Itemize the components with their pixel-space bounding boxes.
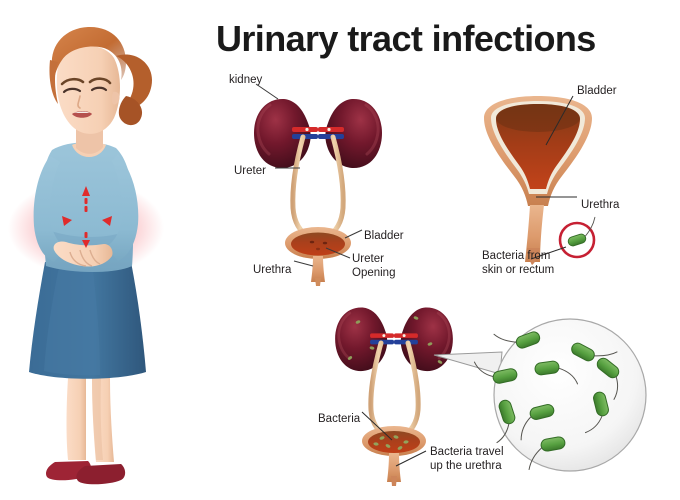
label-bladder: Bladder <box>364 230 404 242</box>
page-title: Urinary tract infections <box>216 18 596 59</box>
hand-line-3 <box>89 249 101 265</box>
woman-figure <box>8 26 164 485</box>
leg-shade <box>92 378 103 460</box>
label-urethra-2: Urethra <box>581 199 620 211</box>
hair-ponytail <box>116 54 152 109</box>
label-bacteria: Bacteria <box>318 413 361 425</box>
urethra-neck <box>525 205 544 262</box>
label-ureter: Ureter <box>234 165 266 177</box>
label-urethra: Urethra <box>253 264 292 276</box>
kidney-pair <box>252 97 384 170</box>
urethra-tube <box>311 256 325 282</box>
diagram-urinary-tract-infected <box>333 306 455 486</box>
leader-bladder <box>344 229 363 239</box>
leader-bacteria <box>361 411 393 441</box>
leader-kidney <box>255 83 279 100</box>
leader-bladder-2 <box>545 95 574 146</box>
bladder-fluid-infected <box>368 431 420 453</box>
hand-line-2 <box>79 249 93 267</box>
leader-ureter-opening <box>325 247 351 259</box>
magnifier-circle <box>493 318 647 472</box>
urethra-tip-infected <box>391 476 397 486</box>
ear <box>111 91 120 105</box>
teeth <box>74 111 90 113</box>
arm-right-sleeve <box>106 154 139 261</box>
leader-lines-1 <box>255 83 363 267</box>
nose <box>77 95 81 109</box>
eye-left <box>62 87 82 94</box>
urethra-outlet <box>527 248 540 265</box>
diagram-urinary-tract-normal <box>252 83 384 286</box>
bladder-spot <box>316 247 320 251</box>
arm-left-sleeve <box>33 156 66 262</box>
leader-bacteria-source <box>530 246 567 260</box>
label-bacteria-travel-line2: up the urethra <box>430 460 502 472</box>
label-bacteria-source-line2: skin or rectum <box>482 264 555 276</box>
leg-left <box>66 378 86 460</box>
face <box>56 46 120 134</box>
hair-side <box>49 60 58 104</box>
skirt <box>29 262 146 379</box>
label-bacteria-source-line1: Bacteria from <box>482 250 551 262</box>
magnified-bacteria-group <box>473 331 620 471</box>
bacterium-single <box>567 216 596 247</box>
skirt-highlight <box>44 262 100 376</box>
diagram-bladder-bacteria-entry <box>484 95 596 265</box>
hair-front <box>51 26 126 81</box>
urethra-tube-infected <box>387 453 401 482</box>
label-kidney: kidney <box>229 74 263 86</box>
urethra-tip <box>315 278 321 286</box>
bladder-interior-top-shade <box>496 104 580 132</box>
pain-arrows <box>62 186 112 248</box>
kidney-bacteria-specks <box>347 316 443 364</box>
label-bacteria-travel-line1: Bacteria travel <box>430 446 504 458</box>
leader-lines-3 <box>361 411 427 467</box>
label-ureter-opening-line1: Ureter <box>352 253 384 265</box>
hand-line-1 <box>69 251 87 267</box>
bladder-bacteria <box>373 435 409 450</box>
leader-lines-2 <box>530 95 577 260</box>
label-bladder-2: Bladder <box>577 85 617 97</box>
leader-urethra <box>293 260 314 267</box>
eye-right <box>90 86 108 92</box>
kidney-pair-infected <box>333 306 455 373</box>
magnified-bacteria-view <box>433 318 647 472</box>
hair-ponytail-tip <box>118 96 143 126</box>
hands <box>53 241 113 267</box>
shoe-right <box>76 464 126 485</box>
ureter-opening-right <box>322 241 328 245</box>
leader-bacteria-travel <box>395 450 427 467</box>
brow-right <box>88 77 112 85</box>
brow-left <box>60 77 85 86</box>
ureter-opening-left <box>309 240 315 244</box>
alert-circle-icon <box>558 221 596 259</box>
label-ureter-opening-line2: Opening <box>352 267 396 279</box>
